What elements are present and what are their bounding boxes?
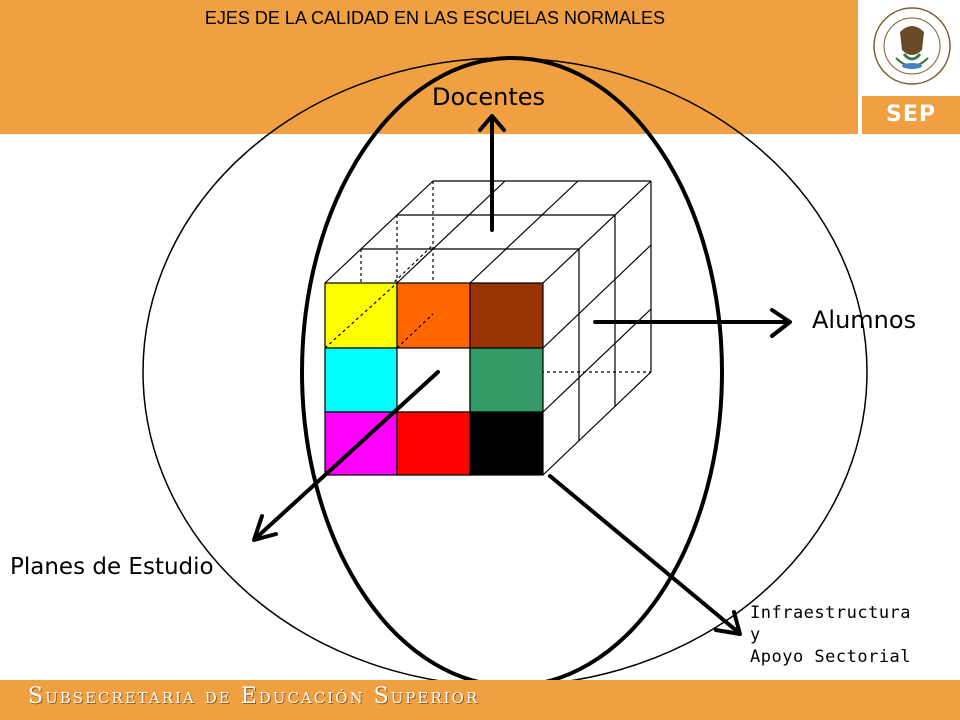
axis-label-alumnos: Alumnos	[812, 306, 917, 334]
cell-cyan	[324, 347, 398, 413]
axis-label-docentes: Docentes	[432, 83, 546, 111]
infra-label-line1: Infraestructura	[750, 603, 912, 623]
sep-logo-text: SEP	[886, 102, 936, 127]
slide-title: EJES DE LA CALIDAD EN LAS ESCUELAS NORMA…	[204, 8, 666, 28]
cell-green	[469, 347, 544, 413]
infra-arrow	[548, 474, 740, 634]
axis-label-planes-de-estudio: Planes de Estudio	[10, 554, 214, 580]
sep-seal-logo	[873, 7, 951, 85]
planes-arrowhead	[252, 514, 278, 542]
alumnos-arrowhead	[770, 308, 792, 338]
footer-band	[0, 680, 960, 720]
cube-hidden-diagonals	[324, 282, 434, 349]
axis-arrows	[252, 114, 792, 636]
infra-arrowhead	[714, 610, 742, 636]
footer-title: Subsecretaria de Educación Superior	[28, 684, 480, 709]
planes-arrow	[254, 370, 440, 540]
axis-label-infraestructura: Infraestructura y Apoyo Sectorial	[750, 602, 911, 668]
sep-logo-bar	[862, 96, 960, 134]
cell-brown	[469, 282, 544, 349]
cell-black	[469, 411, 544, 476]
docentes-arrowhead	[478, 114, 506, 132]
header-band	[0, 0, 858, 134]
cell-orange	[396, 282, 471, 349]
cell-red	[396, 411, 471, 476]
infra-label-line3: Apoyo Sectorial	[750, 647, 912, 667]
infra-label-line2: y	[750, 625, 761, 645]
cell-white	[396, 347, 471, 413]
